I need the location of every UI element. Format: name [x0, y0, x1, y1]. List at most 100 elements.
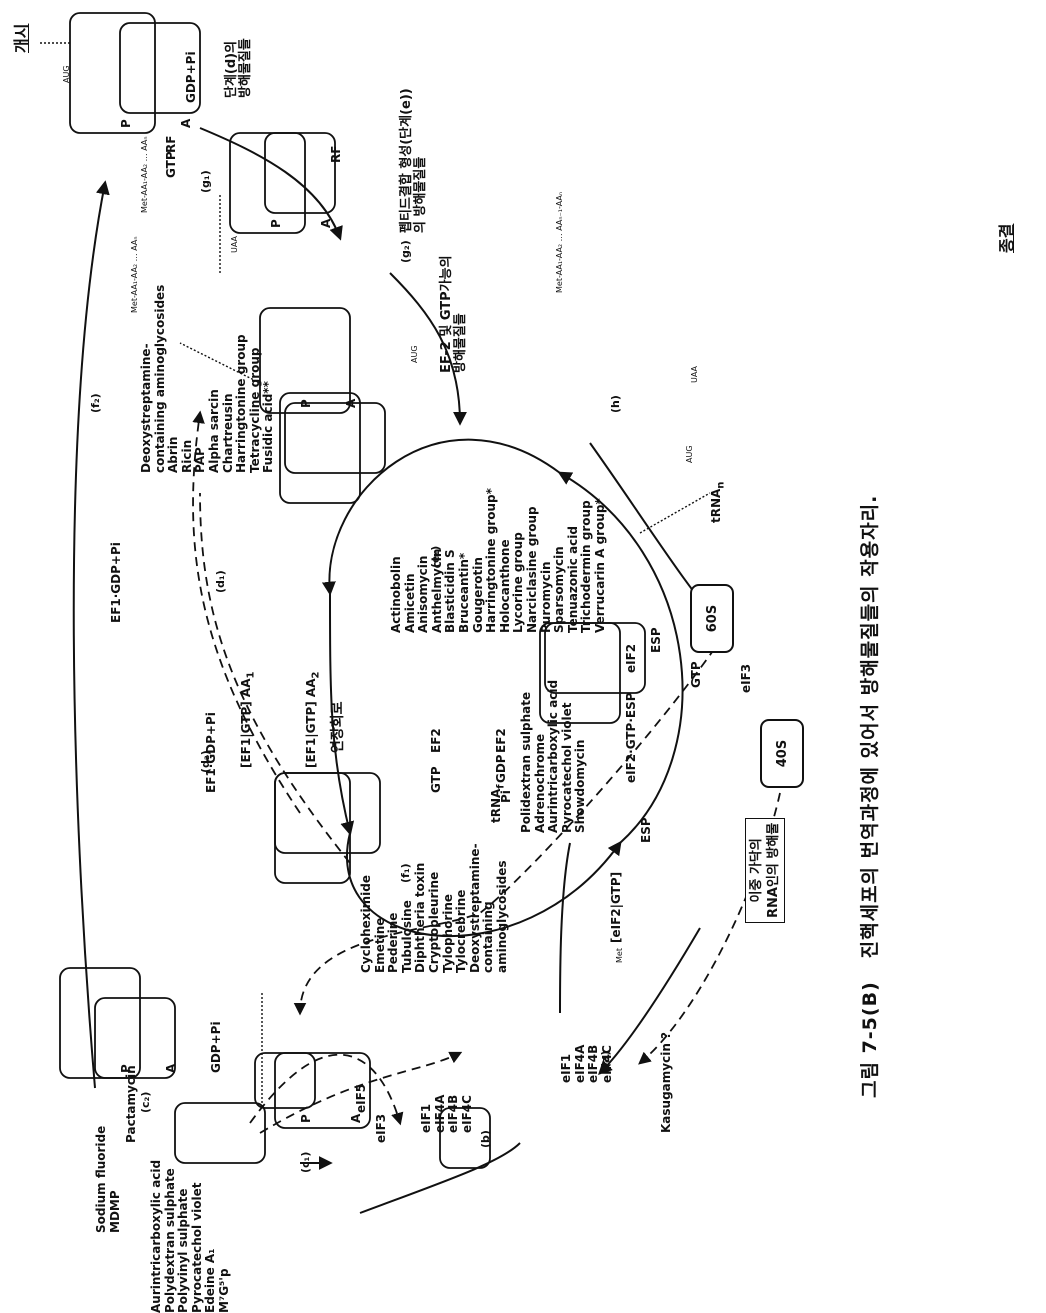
factor-item: eIF4A — [432, 1094, 447, 1133]
e1-list: Actinobolin Amicetin Anisomycin Anthelmy… — [389, 488, 608, 633]
pactamycin-label: Pactamycin — [124, 1065, 138, 1143]
inhibitor-item: M⁷G⁵'p — [216, 1268, 231, 1313]
step-b: (b) — [479, 1130, 492, 1148]
note-line: EF-2 및 GTP가능의 — [439, 255, 454, 373]
gdp-out: GDP — [494, 754, 508, 783]
inhibitor-item: Deoxystreptamine- — [139, 343, 153, 473]
step-c1: (c₁) — [299, 1151, 312, 1173]
g2-note: 펩티드결합 형성(단계(e)) 의 방해물질들 — [399, 88, 428, 233]
inhibitor-item: Chartreusin — [220, 393, 235, 474]
inhibitor-item: Pyrocatechol violet — [189, 1182, 204, 1313]
arrow-g1 — [199, 127, 343, 241]
inhibitor-item: Pyrocatechol violet — [559, 702, 574, 833]
inhibitor-item: Tylocrebrine — [454, 889, 469, 973]
inhibitor-item: containing aminoglycosides — [152, 284, 167, 473]
inhibitor-item: Tylophorine — [440, 893, 455, 973]
inhibitor-item: Narciclasine group — [524, 506, 539, 633]
eif2-gtp-esp: eIF2·GTP·ESP — [624, 692, 638, 783]
section-initiation: 개시 — [12, 23, 31, 53]
inhibitor-item: Puromycin — [538, 561, 553, 633]
uaa-tag: UAA — [230, 235, 239, 253]
inhibitor-item: Aurintricarboxylic acid — [546, 679, 561, 833]
mrna-strands — [40, 42, 711, 1103]
inhibitor-item: PAP — [193, 447, 208, 473]
ef1-complex-1: [EF1|GTP] AA1 — [239, 671, 257, 768]
subunit-40s: 40S — [760, 719, 804, 788]
elongation-cycle-label: 연장회로 — [330, 701, 346, 753]
eif2-complex: [eIF2|GTP] — [609, 871, 623, 943]
g1-note: 단계(d)의 방해물질들 — [224, 38, 253, 98]
arrow-c2-to-top — [72, 180, 110, 1089]
initiation-b-list: Aurintricarboxylic acid Polydextran sulp… — [149, 1160, 232, 1313]
note-line: RNA인의 방해물 — [766, 822, 781, 918]
arrow-a — [598, 927, 701, 1075]
eif5-label: eIF5 — [354, 1083, 368, 1113]
step-f1: (f₁) — [399, 863, 412, 883]
p-site: P — [299, 1114, 313, 1123]
inhibitor-item: Adrenochrome — [532, 733, 547, 833]
caption-label: 그림 7-5(B) — [859, 981, 881, 1098]
ef1-gdp-pi-top: EF1·GDP+Pi — [109, 542, 123, 623]
met-tag: Met — [615, 948, 624, 963]
elongation-circle-top — [557, 471, 684, 844]
note-line: 이중 가닥의 — [749, 838, 764, 903]
subunit-60s: 60S — [690, 584, 734, 653]
section-termination: 종결 — [997, 223, 1016, 253]
polypeptide-top: Met-AA₁-AA₂ … AAₙ — [130, 236, 139, 313]
kasugamycin-label: Kasugamycin ? — [659, 1031, 673, 1133]
note-line: 방해물질들 — [452, 313, 468, 373]
factor-item: eIF4B — [446, 1094, 461, 1133]
sodium-fluoride-list: Sodium fluoride MDMP — [94, 1125, 122, 1233]
inhibitor-item: Gougerotin — [470, 557, 485, 633]
elongation-circle-bottom — [329, 592, 355, 836]
inhibitor-item: Abrin — [166, 436, 181, 473]
inhibitor-item: Amicetin — [402, 573, 417, 633]
dashed-ef1-b — [199, 492, 351, 864]
inhibitor-item: Edeine A₁ — [203, 1248, 218, 1313]
inhibitor-item: Cryptopleurine — [426, 871, 441, 973]
inhibitor-item: Polydextran sulphate — [162, 1168, 177, 1313]
inhibitor-item: Tenuazonic acid — [565, 525, 580, 633]
inhibitor-item: Actinobolin — [389, 556, 403, 633]
note-line: 단계(d)의 — [224, 40, 239, 98]
step-e1: (e₁) — [429, 545, 442, 568]
trna-n: tRNAn — [709, 481, 727, 523]
note-line: 펩티드결합 형성(단계(e)) — [399, 88, 414, 233]
gdp-pi-initiation: GDP+Pi — [209, 1021, 223, 1073]
inhibitor-item: Tetracycline group — [247, 347, 262, 473]
a-site: A — [179, 118, 193, 128]
note-line: 의 방해물질들 — [412, 156, 428, 233]
esp-b: ESP — [639, 817, 653, 843]
inhibitor-item: Ricin — [179, 439, 194, 473]
a-site: A — [344, 398, 358, 408]
eif1-group: eIF1 eIF4A eIF4B eIF4C — [419, 1094, 474, 1133]
inhibitor-item: Bruceantin* — [456, 552, 471, 633]
step-h: (h) — [609, 395, 622, 413]
ef1-complex-2: [EF1|GTP] AA2 — [304, 671, 322, 768]
esp-label: ESP — [649, 627, 663, 653]
inhibitor-item: Trichodermin group — [579, 500, 594, 633]
p-site: P — [299, 399, 313, 408]
dsrna-inhibitor-box: 이중 가닥의 RNA인의 방해물 — [745, 817, 785, 923]
inhibitor-item: Sodium fluoride — [94, 1125, 108, 1233]
aug-tag: AUG — [410, 345, 419, 363]
uaa-tag: UAA — [690, 365, 699, 383]
dashed-recycle — [259, 1051, 463, 1134]
dashed-eif — [249, 1053, 404, 1126]
inhibitor-item: Harringtonine group — [234, 334, 249, 473]
step-d1: (d₁) — [214, 570, 227, 593]
trna-f: tRNAf — [489, 784, 507, 823]
step-g1: (g₁) — [199, 170, 212, 193]
step-a: (a) — [599, 1050, 612, 1068]
gtp-term: GTP — [164, 151, 178, 178]
inhibitor-item: Cycloheximide — [359, 875, 373, 973]
aug-tag: AUG — [685, 445, 694, 463]
elongation-circle-right — [321, 438, 561, 596]
gtp-ef2: GTP — [429, 766, 443, 793]
factor-item: eIF1 — [559, 1053, 573, 1083]
step-g2: (g₂) — [399, 240, 412, 263]
eif3-label: eIF3 — [374, 1113, 388, 1143]
eif2-label: eIF2 — [624, 643, 638, 673]
